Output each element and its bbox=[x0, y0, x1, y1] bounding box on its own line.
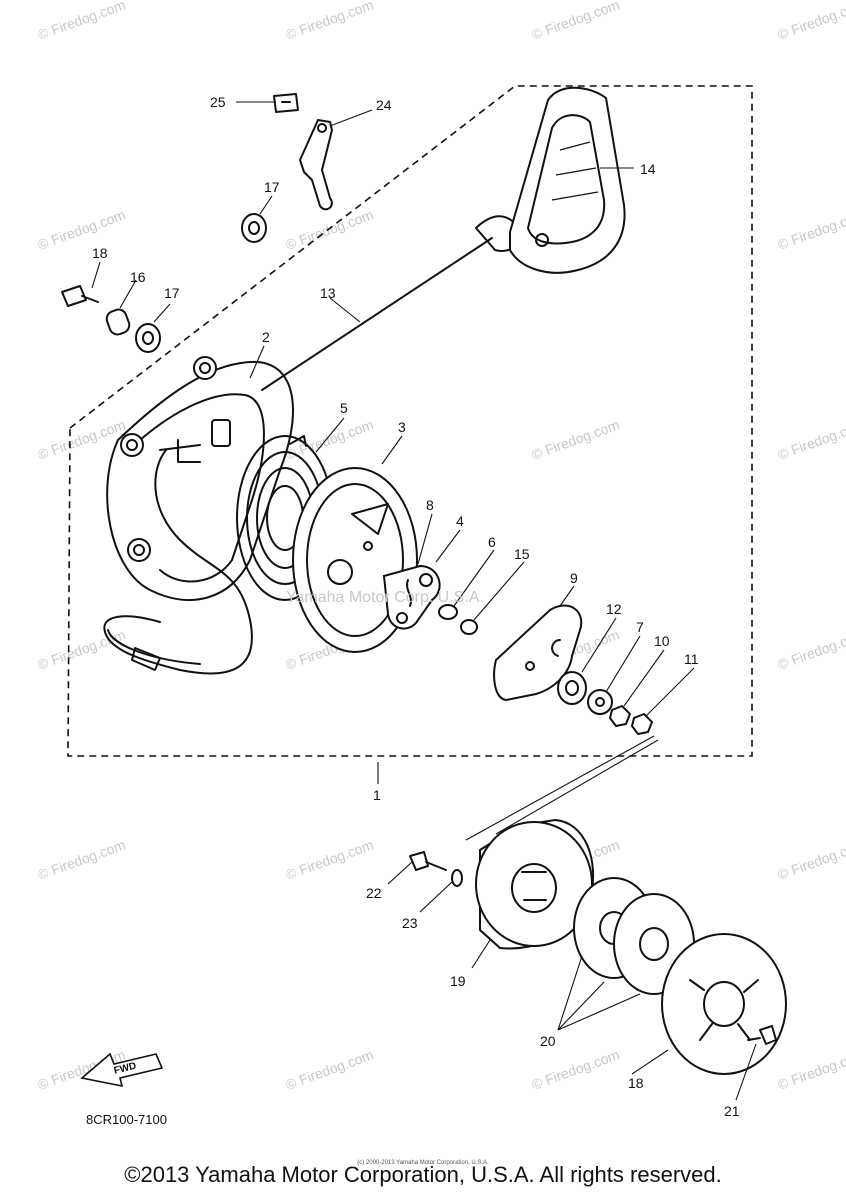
copyright-notice: ©2013 Yamaha Motor Corporation, U.S.A. A… bbox=[124, 1162, 722, 1187]
callout-22: 21 bbox=[724, 1103, 740, 1119]
callout-2: 2 bbox=[262, 329, 270, 345]
pawl-assembly bbox=[382, 564, 478, 635]
callout-17-upper: 17 bbox=[264, 179, 280, 195]
callout-11: 11 bbox=[684, 651, 699, 667]
callout-7: 7 bbox=[636, 619, 644, 635]
watermark-text: © Firedog.com bbox=[284, 206, 376, 253]
callout-17-lower: 17 bbox=[164, 285, 180, 301]
center-watermark: Yamaha Motor Corp. U.S.A. bbox=[286, 589, 484, 606]
starter-case bbox=[103, 356, 294, 675]
callout-16: 16 bbox=[130, 269, 146, 285]
callout-12: 12 bbox=[606, 601, 622, 617]
callout-8: 8 bbox=[426, 497, 434, 513]
callout-10: 10 bbox=[654, 633, 670, 649]
watermark-text: © Firedog.com bbox=[776, 836, 846, 883]
callout-1: 1 bbox=[373, 787, 381, 803]
fwd-label: FWD bbox=[113, 1061, 138, 1077]
callout-6: 6 bbox=[488, 534, 496, 550]
callout-21: 20 bbox=[540, 1033, 556, 1049]
callout-26: 25 bbox=[210, 94, 226, 110]
leader-lines bbox=[91, 101, 757, 1101]
watermark-text: © Firedog.com bbox=[284, 0, 376, 43]
watermark-text: © Firedog.com bbox=[36, 416, 128, 463]
callout-24: 23 bbox=[402, 915, 418, 931]
drive-plate-and-hardware bbox=[493, 604, 654, 736]
watermark-text: © Firedog.com bbox=[776, 626, 846, 673]
callout-18: 18 bbox=[92, 245, 108, 261]
watermark-text: © Firedog.com bbox=[284, 1046, 376, 1093]
watermark-text: © Firedog.com bbox=[776, 0, 846, 43]
watermark-text: © Firedog.com bbox=[776, 206, 846, 253]
callout-4: 4 bbox=[456, 513, 464, 529]
starter-rope-and-handle bbox=[261, 86, 626, 391]
watermark-text: © Firedog.com bbox=[530, 1046, 622, 1093]
callout-13: 13 bbox=[320, 285, 336, 301]
callout-20: 19 bbox=[450, 973, 466, 989]
fine-print: (c) 2000-2013 Yamaha Motor Corporation, … bbox=[357, 1160, 489, 1166]
watermark-text: © Firedog.com bbox=[776, 416, 846, 463]
bolt-and-collars bbox=[61, 213, 267, 353]
spring-and-pulley bbox=[236, 435, 418, 653]
fwd-arrow-icon: FWD bbox=[80, 1052, 164, 1088]
callout-5: 5 bbox=[340, 400, 348, 416]
callout-19: 18 bbox=[628, 1075, 644, 1091]
watermark-text: © Firedog.com bbox=[36, 836, 128, 883]
callout-23: 22 bbox=[366, 885, 382, 901]
drive-pulley-assembly bbox=[409, 818, 787, 1075]
callout-3: 3 bbox=[398, 419, 406, 435]
assembly-outline bbox=[67, 85, 753, 757]
watermark-layer: © Firedog.com © Firedog.com © Firedog.com ©… bbox=[36, 0, 846, 1093]
callout-14: 14 bbox=[640, 161, 656, 177]
cable-bracket bbox=[273, 93, 333, 211]
diagram-code: 8CR100-7100 bbox=[86, 1112, 167, 1127]
callout-25: 24 bbox=[376, 97, 392, 113]
watermark-text: © Firedog.com bbox=[530, 416, 622, 463]
watermark-text: © Firedog.com bbox=[36, 206, 128, 253]
watermark-text: © Firedog.com bbox=[36, 0, 128, 43]
watermark-text: © Firedog.com bbox=[36, 626, 128, 673]
watermark-text: © Firedog.com bbox=[284, 836, 376, 883]
callout-labels: 25 24 17 14 18 16 17 13 2 5 3 8 4 6 15 9… bbox=[92, 94, 740, 1119]
callout-9: 9 bbox=[570, 570, 578, 586]
watermark-text: © Firedog.com bbox=[530, 0, 622, 43]
watermark-text: © Firedog.com bbox=[776, 1046, 846, 1093]
callout-15: 15 bbox=[514, 546, 530, 562]
